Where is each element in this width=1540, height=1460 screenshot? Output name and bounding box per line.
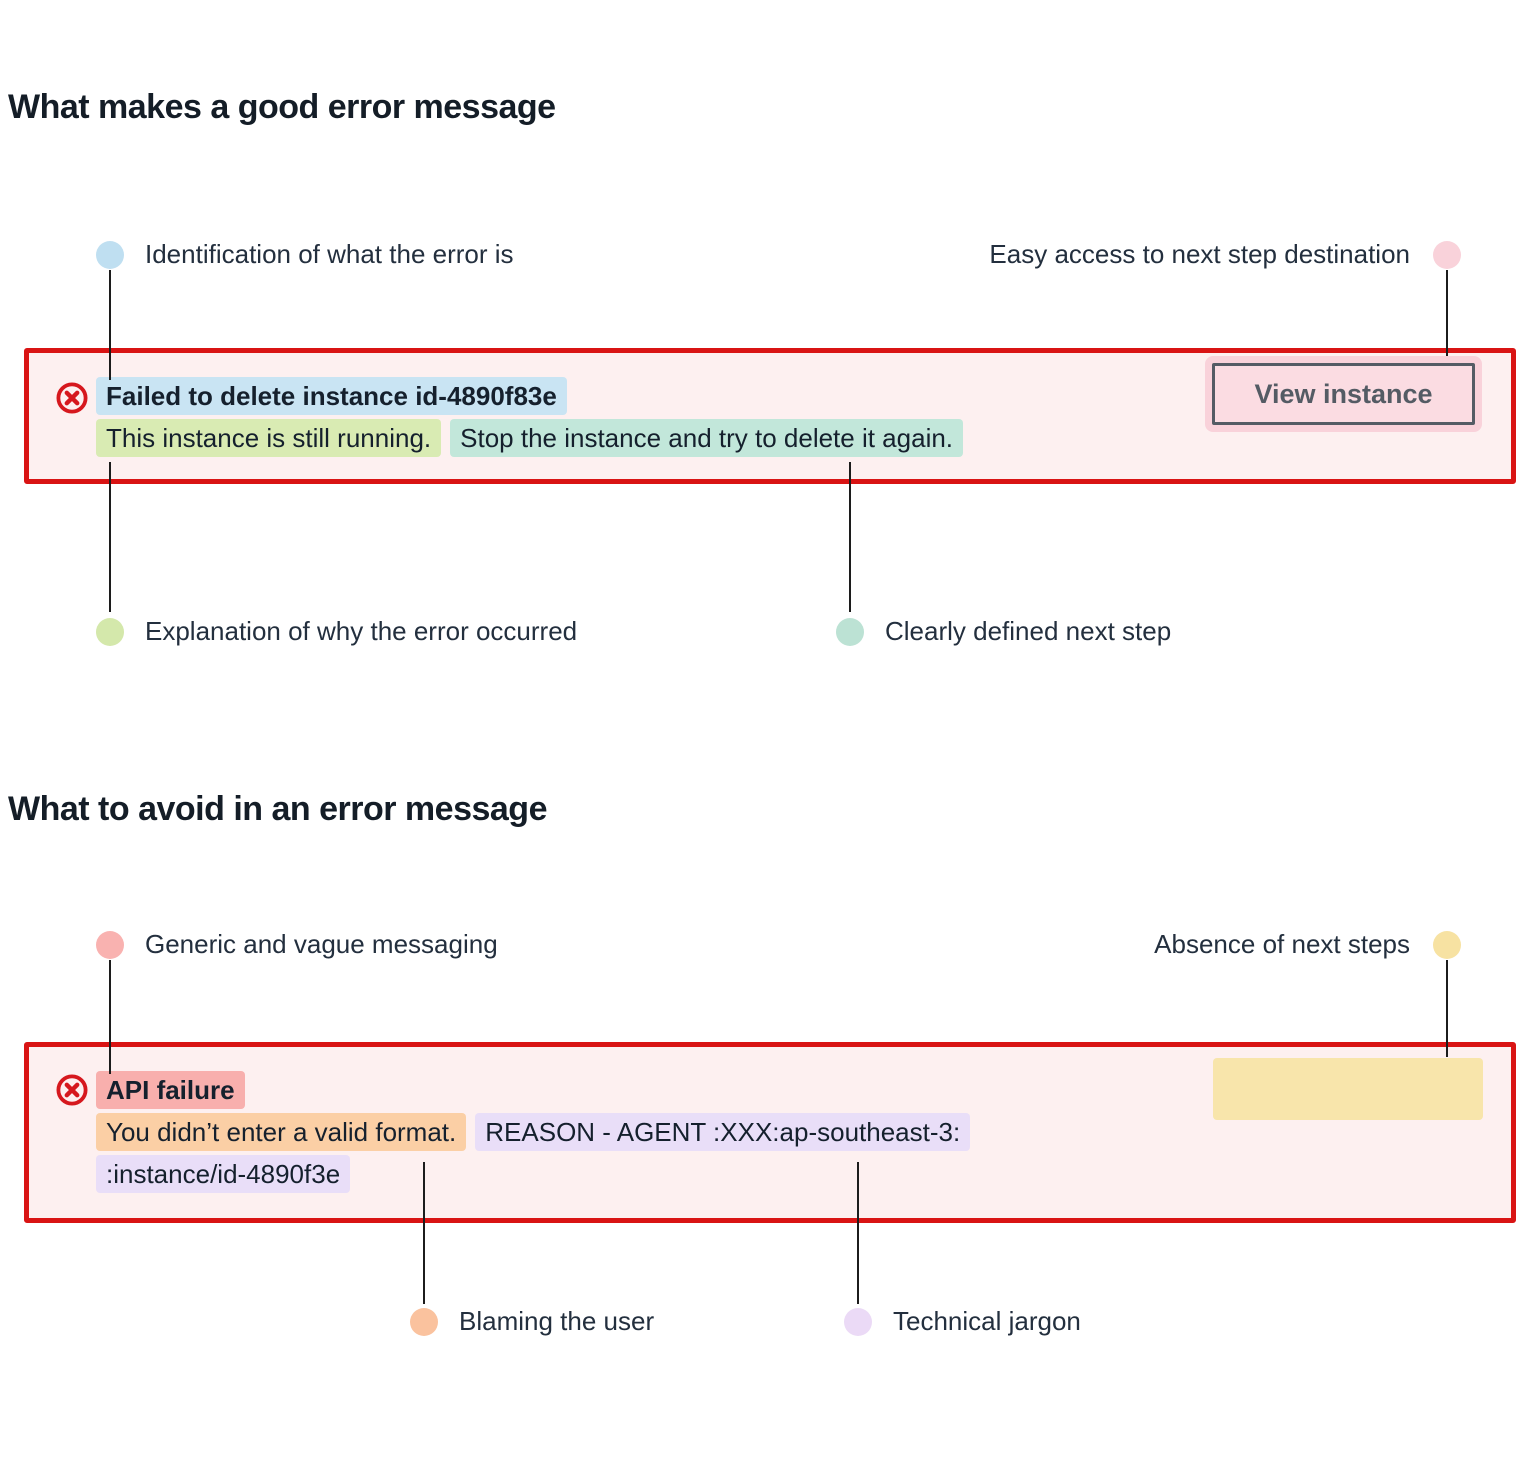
error-circle-x-icon <box>55 1073 89 1107</box>
blaming-dot-icon <box>410 1307 438 1336</box>
connector-explanation <box>109 462 111 612</box>
connector-generic <box>109 960 111 1074</box>
avoid-alert-title: API failure <box>96 1071 245 1109</box>
callout-identification-label: Identification of what the error is <box>145 239 514 269</box>
callout-absence: Absence of next steps <box>1154 929 1461 960</box>
good-alert-action: Stop the instance and try to delete it a… <box>450 419 964 457</box>
explanation-dot-icon <box>96 617 124 646</box>
callout-destination-label: Easy access to next step destination <box>989 239 1410 269</box>
callout-explanation: Explanation of why the error occurred <box>96 616 577 647</box>
destination-dot-icon <box>1433 240 1461 269</box>
callout-next-step: Clearly defined next step <box>836 616 1171 647</box>
callout-blaming: Blaming the user <box>410 1306 654 1337</box>
callout-explanation-label: Explanation of why the error occurred <box>145 616 578 646</box>
error-circle-x-icon <box>55 381 89 415</box>
jargon-dot-icon <box>844 1307 872 1336</box>
callout-generic-label: Generic and vague messaging <box>145 929 498 959</box>
connector-jargon <box>857 1162 859 1304</box>
callout-destination: Easy access to next step destination <box>989 239 1461 270</box>
connector-absence <box>1446 960 1448 1057</box>
connector-next-step <box>849 462 851 612</box>
callout-generic: Generic and vague messaging <box>96 929 498 960</box>
connector-destination <box>1446 270 1448 356</box>
avoid-error-alert: API failure You didn’t enter a valid for… <box>24 1042 1516 1223</box>
absence-dot-icon <box>1433 930 1461 959</box>
good-alert-title: Failed to delete instance id-4890f83e <box>96 377 567 415</box>
missing-action-placeholder <box>1213 1058 1483 1120</box>
callout-blaming-label: Blaming the user <box>459 1306 655 1336</box>
next-step-dot-icon <box>836 617 864 646</box>
connector-identification <box>109 270 111 380</box>
avoid-alert-message-row: You didn’t enter a valid format. REASON … <box>96 1113 971 1151</box>
callout-next-step-label: Clearly defined next step <box>885 616 1172 646</box>
callout-identification: Identification of what the error is <box>96 239 514 270</box>
generic-dot-icon <box>96 930 124 959</box>
good-section-heading: What makes a good error message <box>8 88 556 126</box>
avoid-alert-jargon-line2: :instance/id-4890f3e <box>96 1155 351 1193</box>
good-alert-message-row: This instance is still running. Stop the… <box>96 419 964 457</box>
avoid-section-heading: What to avoid in an error message <box>8 790 547 828</box>
identification-dot-icon <box>96 240 124 269</box>
callout-jargon-label: Technical jargon <box>893 1306 1081 1336</box>
connector-blaming <box>423 1162 425 1304</box>
avoid-alert-jargon-line1: REASON - AGENT :XXX:ap-southeast-3: <box>475 1113 971 1151</box>
view-instance-button-highlight: View instance <box>1205 356 1482 432</box>
avoid-alert-message-row2: :instance/id-4890f3e <box>96 1155 351 1193</box>
callout-jargon: Technical jargon <box>844 1306 1081 1337</box>
avoid-alert-reason: You didn’t enter a valid format. <box>96 1113 467 1151</box>
callout-absence-label: Absence of next steps <box>1154 929 1410 959</box>
good-error-alert: Failed to delete instance id-4890f83e Th… <box>24 348 1516 484</box>
good-alert-reason: This instance is still running. <box>96 419 442 457</box>
view-instance-button[interactable]: View instance <box>1212 363 1475 425</box>
